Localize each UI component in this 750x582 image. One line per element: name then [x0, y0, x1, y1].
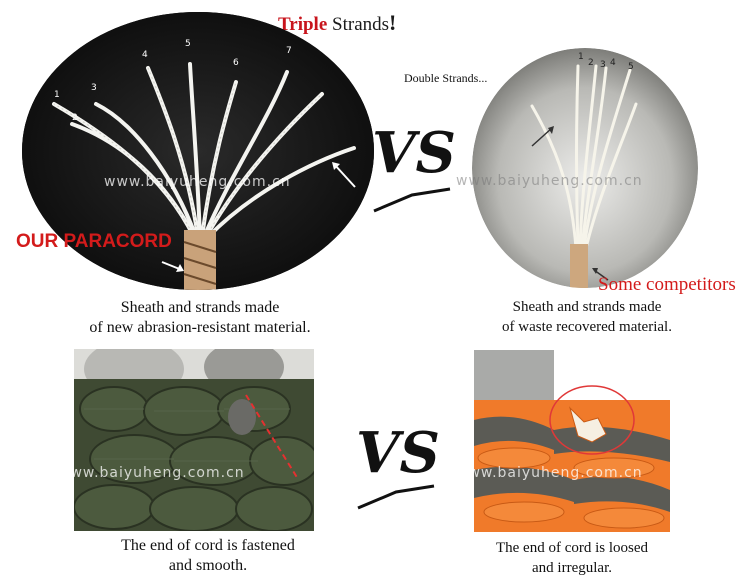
fastened-cord-illustration	[74, 349, 314, 531]
caption-loosed: The end of cord is loosed and irregular.	[452, 538, 692, 578]
watermark-text: www.baiyuheng.com.cn	[456, 465, 643, 481]
strand-number-7: 7	[286, 46, 292, 56]
caption-line: and irregular.	[532, 560, 612, 576]
vs-label-top: VS	[372, 120, 456, 186]
competitor-photo	[472, 48, 698, 288]
caption-line: Sheath and strands made	[120, 299, 280, 316]
vs-brush-stroke	[357, 484, 435, 510]
strand-number-6: 6	[233, 58, 239, 68]
watermark-text: www.baiyuheng.com.cn	[104, 174, 291, 190]
caption-our-paracord: Sheath and strands made of new abrasion-…	[60, 298, 340, 338]
strand-number-5: 5	[185, 39, 191, 49]
caption-line: of waste recovered material.	[502, 319, 672, 335]
arrow-icon	[333, 163, 356, 188]
vs-brush-stroke	[373, 187, 451, 213]
strand-number-1: 1	[54, 90, 60, 100]
fastened-cord-photo	[74, 349, 314, 531]
title-bang: !	[389, 10, 397, 35]
our-paracord-label: OUR PARACORD	[16, 231, 172, 252]
caption-line: The end of cord is fastened	[121, 537, 295, 554]
highlight-circle	[549, 385, 635, 455]
watermark-text: www.baiyuheng.com.cn	[58, 465, 245, 481]
comparison-title: Triple Strands!	[278, 10, 396, 36]
comp-strand-number-1: 1	[578, 52, 584, 62]
double-strands-illustration	[472, 48, 698, 288]
caption-line: The end of cord is loosed	[495, 540, 649, 556]
strand-number-3: 3	[91, 83, 97, 93]
vs-label-bottom: VS	[356, 420, 440, 486]
caption-line: Sheath and strands made	[512, 299, 662, 315]
comp-strand-number-5: 5	[628, 62, 634, 72]
loosed-cord-illustration	[474, 350, 670, 532]
watermark-text: www.baiyuheng.com.cn	[456, 173, 643, 189]
triple-strands-illustration	[22, 12, 374, 290]
comp-strand-number-4: 4	[610, 58, 616, 68]
title-highlight: Triple	[278, 14, 328, 35]
caption-line: of new abrasion-resistant material.	[89, 319, 311, 336]
double-strands-label: Double Strands...	[404, 71, 488, 85]
comp-strand-number-2: 2	[588, 58, 594, 68]
comp-strand-number-3: 3	[600, 60, 606, 70]
caption-fastened: The end of cord is fastened and smooth.	[78, 536, 338, 576]
caption-competitor: Sheath and strands made of waste recover…	[462, 297, 712, 337]
our-paracord-photo	[22, 12, 374, 290]
caption-line: and smooth.	[168, 557, 248, 574]
loosed-cord-photo	[474, 350, 670, 532]
edge-line	[245, 394, 299, 480]
competitor-label: Some competitors	[598, 274, 736, 295]
strand-number-4: 4	[142, 50, 148, 60]
title-rest: Strands	[327, 14, 390, 35]
strand-number-2: 2	[72, 113, 78, 123]
